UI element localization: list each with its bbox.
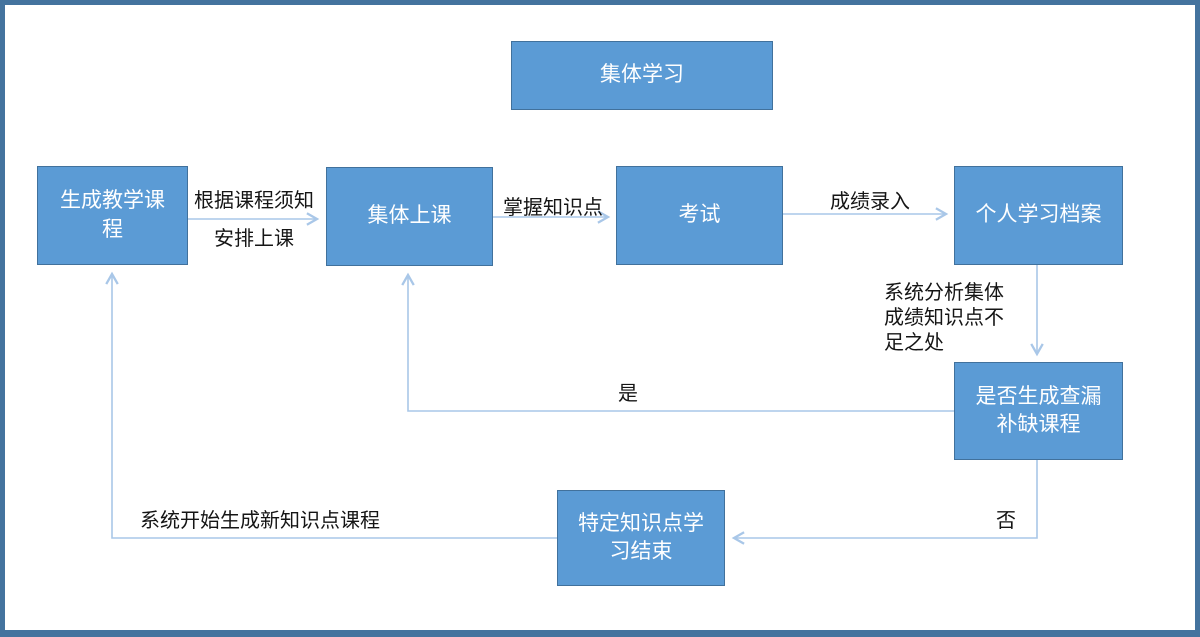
edge-label-no: 否 <box>996 510 1016 532</box>
edge-label-arrange-class: 根据课程须知 安排上课 <box>194 190 314 250</box>
edge-label-master-knowledge: 掌握知识点 <box>503 197 603 219</box>
node-collective-class: 集体上课 <box>326 167 493 266</box>
connector-decision-no-to-end <box>731 460 1038 545</box>
edge-label-new-course: 系统开始生成新知识点课程 <box>140 510 380 532</box>
node-decision-gap-course: 是否生成查漏 补缺课程 <box>954 362 1123 460</box>
node-learning-end: 特定知识点学 习结束 <box>557 490 725 586</box>
edge-label-system-analysis: 系统分析集体 成绩知识点不 足之处 <box>884 282 1004 354</box>
node-collective-learning-title: 集体学习 <box>511 41 773 110</box>
edge-label-yes: 是 <box>618 383 638 405</box>
connector-decision-yes-to-class <box>401 272 954 412</box>
node-personal-learning-file: 个人学习档案 <box>954 166 1123 265</box>
edge-label-score-entry: 成绩录入 <box>830 191 910 213</box>
node-exam: 考试 <box>616 166 783 265</box>
connector-end-to-generate <box>105 271 557 539</box>
node-generate-course: 生成教学课 程 <box>37 166 188 265</box>
